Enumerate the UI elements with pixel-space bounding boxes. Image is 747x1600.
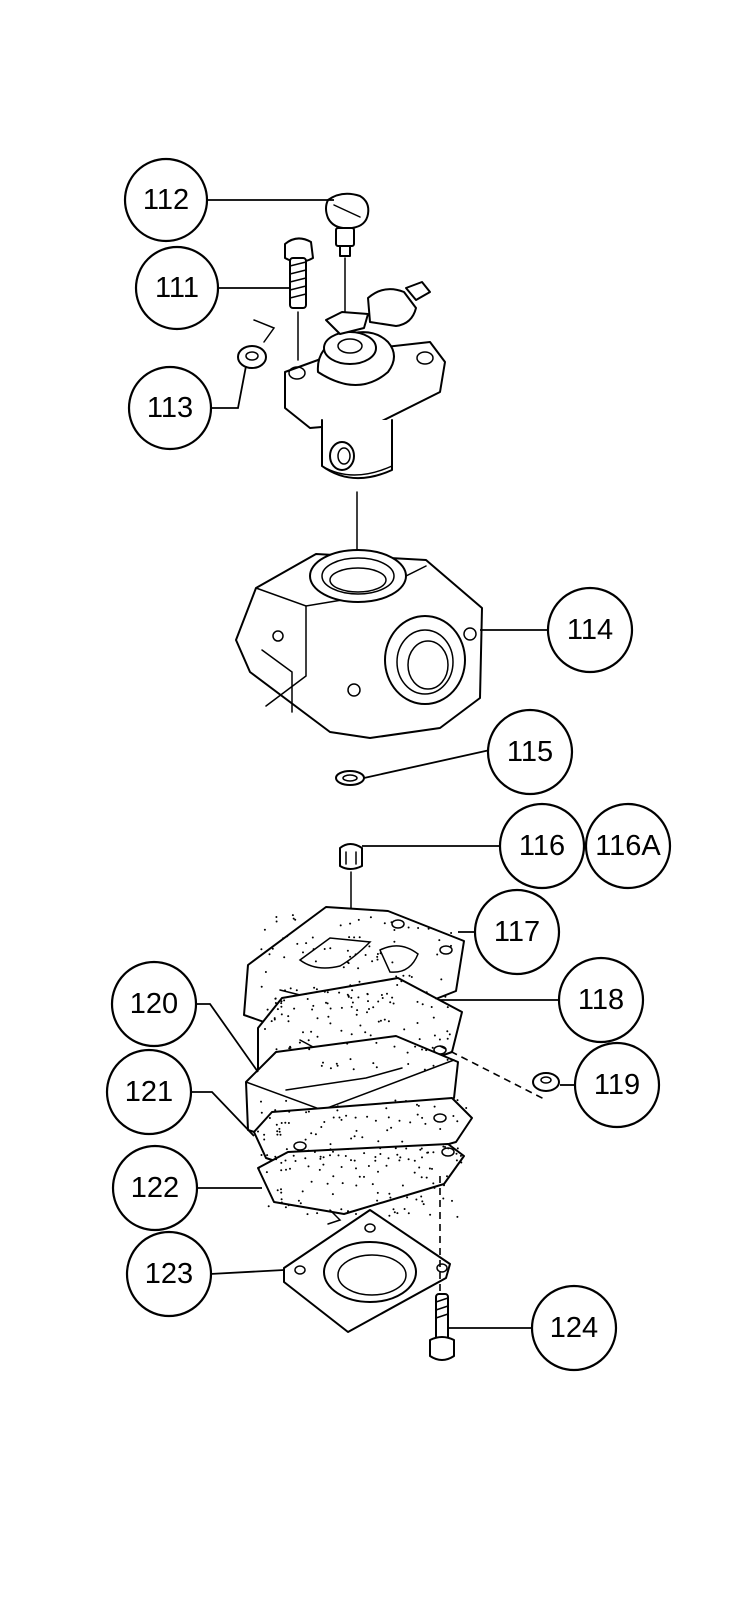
callout-119-label: 119 xyxy=(594,1069,640,1101)
callout-122-label: 122 xyxy=(131,1172,179,1204)
callout-124-label: 124 xyxy=(550,1312,598,1344)
callout-117: 117 xyxy=(473,888,561,976)
leader-123 xyxy=(209,1269,285,1275)
leader-120 xyxy=(196,1003,259,1073)
callout-122: 122 xyxy=(111,1144,199,1232)
callout-113-label: 113 xyxy=(147,392,193,424)
callout-111: 111 xyxy=(134,245,220,331)
leader-121 xyxy=(190,1091,255,1137)
callout-124: 124 xyxy=(530,1284,618,1372)
part-122-drawing xyxy=(257,1143,465,1225)
gasket-speckle-texture xyxy=(257,914,468,1218)
callout-114-label: 114 xyxy=(567,614,613,646)
part-114-drawing xyxy=(235,549,483,739)
callout-120: 120 xyxy=(110,960,198,1048)
callout-121-label: 121 xyxy=(125,1076,173,1108)
callout-114: 114 xyxy=(546,586,634,674)
callout-116: 116 xyxy=(498,802,586,890)
part-113-drawing xyxy=(237,319,276,369)
leader-115 xyxy=(363,749,491,779)
callout-117-label: 117 xyxy=(494,916,540,948)
part-123-drawing xyxy=(283,1209,451,1333)
part-115-drawing xyxy=(335,770,365,786)
callout-112-label: 112 xyxy=(143,184,189,216)
callout-123: 123 xyxy=(125,1230,213,1318)
part-112-drawing xyxy=(325,192,370,319)
alignment-line-119 xyxy=(439,1045,547,1101)
callout-113: 113 xyxy=(127,365,213,451)
callout-111-label: 111 xyxy=(155,272,199,304)
callout-115-label: 115 xyxy=(507,736,553,768)
leader-lines xyxy=(190,199,576,1329)
callout-112: 112 xyxy=(123,157,209,243)
leader-113 xyxy=(212,365,247,409)
callout-116a-label: 116A xyxy=(595,830,661,862)
callout-115: 115 xyxy=(486,708,574,796)
callout-118: 118 xyxy=(557,956,645,1044)
callout-118-label: 118 xyxy=(578,984,624,1016)
part-111-drawing xyxy=(284,237,314,361)
callout-116-label: 116 xyxy=(519,830,565,862)
part-throttle-body-drawing xyxy=(284,281,446,561)
callout-123-label: 123 xyxy=(145,1258,193,1290)
part-124-drawing xyxy=(429,1293,455,1361)
callout-116a: 116A xyxy=(584,802,672,890)
callout-119: 119 xyxy=(573,1041,661,1129)
callout-121: 121 xyxy=(105,1048,193,1136)
callout-120-label: 120 xyxy=(130,988,178,1020)
part-119-drawing xyxy=(532,1072,560,1092)
